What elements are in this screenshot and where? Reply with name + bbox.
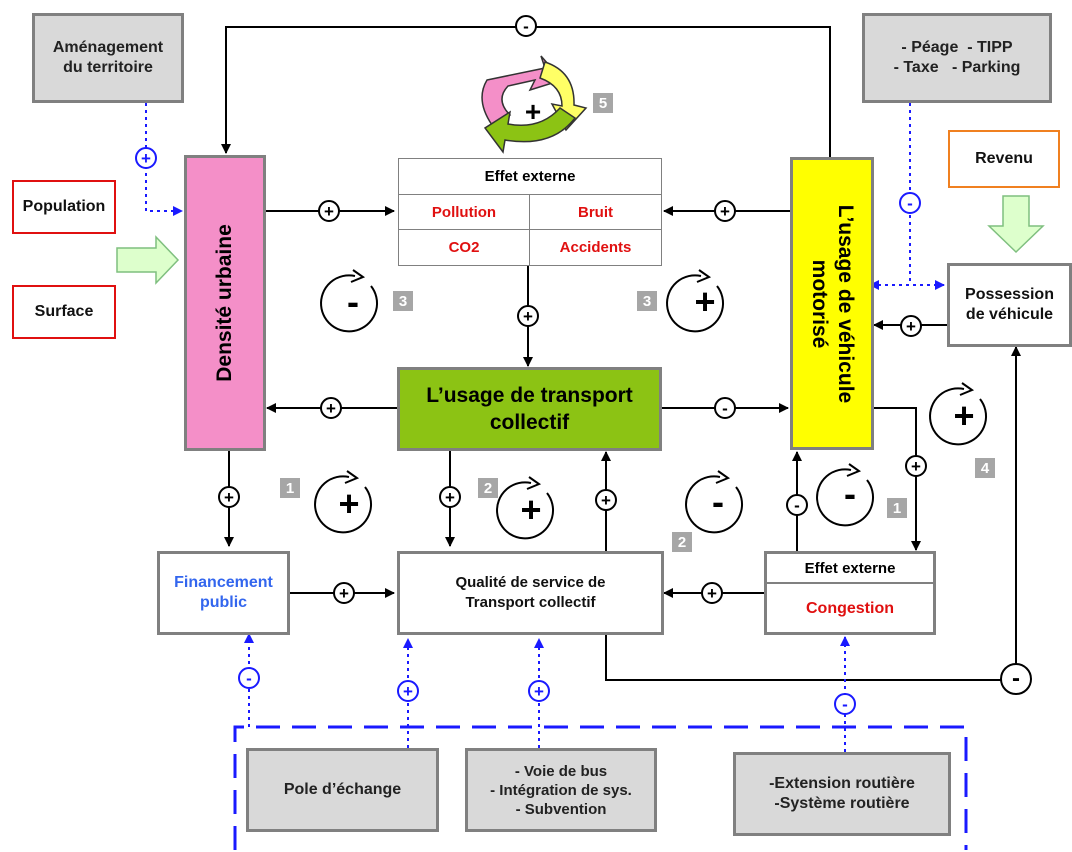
amenagement-label: Aménagement du territoire bbox=[52, 39, 164, 76]
pole-label: Pole d’échange bbox=[283, 781, 402, 798]
link-qualite-possession bbox=[605, 346, 1021, 681]
voie-bus-label: - Voie de bus - Intégration de sys. - Su… bbox=[490, 762, 632, 818]
loop-number-1-left: 1 bbox=[280, 478, 300, 498]
bruit-cell: Bruit bbox=[530, 195, 661, 230]
sign-vehicule-congestion: + bbox=[905, 455, 927, 477]
sign-congestion-vehicule: - bbox=[786, 494, 808, 516]
accidents-cell: Accidents bbox=[559, 239, 632, 256]
sign-possession-vehicule: + bbox=[900, 315, 922, 337]
possession-label: Possession de véhicule bbox=[965, 286, 1054, 323]
policy-frame bbox=[233, 725, 968, 850]
peage-box: - Péage - TIPP - Taxe - Parking bbox=[862, 13, 1052, 103]
usage-tc-box: L’usage de transport collectif bbox=[397, 367, 662, 451]
qualite-label: Qualité de service de Transport collecti… bbox=[455, 574, 606, 611]
peage-label: - Péage - TIPP - Taxe - Parking bbox=[893, 39, 1021, 76]
loop-sign-plus-5: + bbox=[524, 96, 542, 127]
sign-voie-dotted: + bbox=[528, 680, 550, 702]
congestion-table: Effet externe Congestion bbox=[764, 551, 936, 635]
sign-top-minus: - bbox=[515, 15, 537, 37]
voie-bus-box: - Voie de bus - Intégration de sys. - Su… bbox=[465, 748, 657, 832]
revenu-arrow bbox=[987, 195, 1045, 254]
sign-vehicule-effet: + bbox=[714, 200, 736, 222]
possession-box: Possession de véhicule bbox=[947, 263, 1072, 347]
link-amenagement-densite bbox=[145, 103, 183, 216]
sign-densite-financement: + bbox=[218, 486, 240, 508]
qualite-box: Qualité de service de Transport collecti… bbox=[397, 551, 664, 635]
loop-sign-minus-3left: - bbox=[347, 281, 359, 322]
pole-box: Pole d’échange bbox=[246, 748, 439, 832]
sign-usagetc-vehicule: - bbox=[714, 397, 736, 419]
congestion-title: Effet externe bbox=[767, 554, 933, 584]
sign-congestion-qualite: + bbox=[701, 582, 723, 604]
loop-sign-minus-2right: - bbox=[712, 481, 724, 522]
sign-qualite-possession: - bbox=[1000, 663, 1032, 695]
loop-number-1-right: 1 bbox=[887, 498, 907, 518]
loop-sign-minus-1right: - bbox=[844, 473, 856, 514]
population-box: Population bbox=[12, 180, 116, 234]
sign-qualite-usagetc: + bbox=[595, 489, 617, 511]
usage-vehicule-box: L’usage de véhicule motorisé bbox=[790, 157, 874, 450]
reinforcing-cycle-icon bbox=[481, 55, 588, 154]
co2-cell: CO2 bbox=[399, 230, 530, 265]
sign-pole-dotted: + bbox=[397, 680, 419, 702]
surface-label: Surface bbox=[34, 303, 94, 320]
effet-externe-title: Effet externe bbox=[399, 159, 661, 195]
sign-financement-dotted: - bbox=[238, 667, 260, 689]
pollution-cell: Pollution bbox=[399, 195, 530, 230]
loop-number-2-left: 2 bbox=[478, 478, 498, 498]
sign-amenagement-densite: + bbox=[135, 147, 157, 169]
extension-box: -Extension routière -Système routière bbox=[733, 752, 951, 836]
sign-usagetc-qualite: + bbox=[439, 486, 461, 508]
sign-densite-effet: + bbox=[318, 200, 340, 222]
link-vehicule-congestion bbox=[874, 407, 921, 551]
loop-number-3-left: 3 bbox=[393, 291, 413, 311]
amenagement-box: Aménagement du territoire bbox=[32, 13, 184, 103]
sign-financement-qualite: + bbox=[333, 582, 355, 604]
loop-sign-plus-4: + bbox=[953, 395, 975, 436]
loop-number-3-right: 3 bbox=[637, 291, 657, 311]
sign-extension-dotted: - bbox=[834, 693, 856, 715]
loop-number-2-right: 2 bbox=[672, 532, 692, 552]
loop-sign-plus-1left: + bbox=[338, 483, 360, 524]
usage-vehicule-label: L’usage de véhicule motorisé bbox=[808, 204, 858, 403]
population-label: Population bbox=[22, 198, 106, 215]
loop-number-5: 5 bbox=[593, 93, 613, 113]
financement-box: Financement public bbox=[157, 551, 290, 635]
effet-externe-table: Effet externe Pollution Bruit CO2 Accide… bbox=[398, 158, 662, 266]
loop-number-4: 4 bbox=[975, 458, 995, 478]
usage-tc-label: L’usage de transport collectif bbox=[426, 384, 633, 434]
densite-label: Densité urbaine bbox=[213, 224, 237, 382]
financement-label: Financement public bbox=[174, 574, 273, 611]
population-surface-arrow bbox=[116, 235, 180, 285]
loop-sign-plus-2left: + bbox=[520, 489, 542, 530]
sign-usagetc-densite: + bbox=[320, 397, 342, 419]
surface-box: Surface bbox=[12, 285, 116, 339]
sign-peage: - bbox=[899, 192, 921, 214]
congestion-cell: Congestion bbox=[806, 600, 894, 617]
sign-effet-usagetc: + bbox=[517, 305, 539, 327]
revenu-label: Revenu bbox=[975, 150, 1033, 167]
loop-sign-plus-3right: + bbox=[694, 281, 716, 322]
revenu-box: Revenu bbox=[948, 130, 1060, 188]
extension-label: -Extension routière -Système routière bbox=[769, 775, 915, 812]
densite-urbaine-box: Densité urbaine bbox=[184, 155, 266, 451]
